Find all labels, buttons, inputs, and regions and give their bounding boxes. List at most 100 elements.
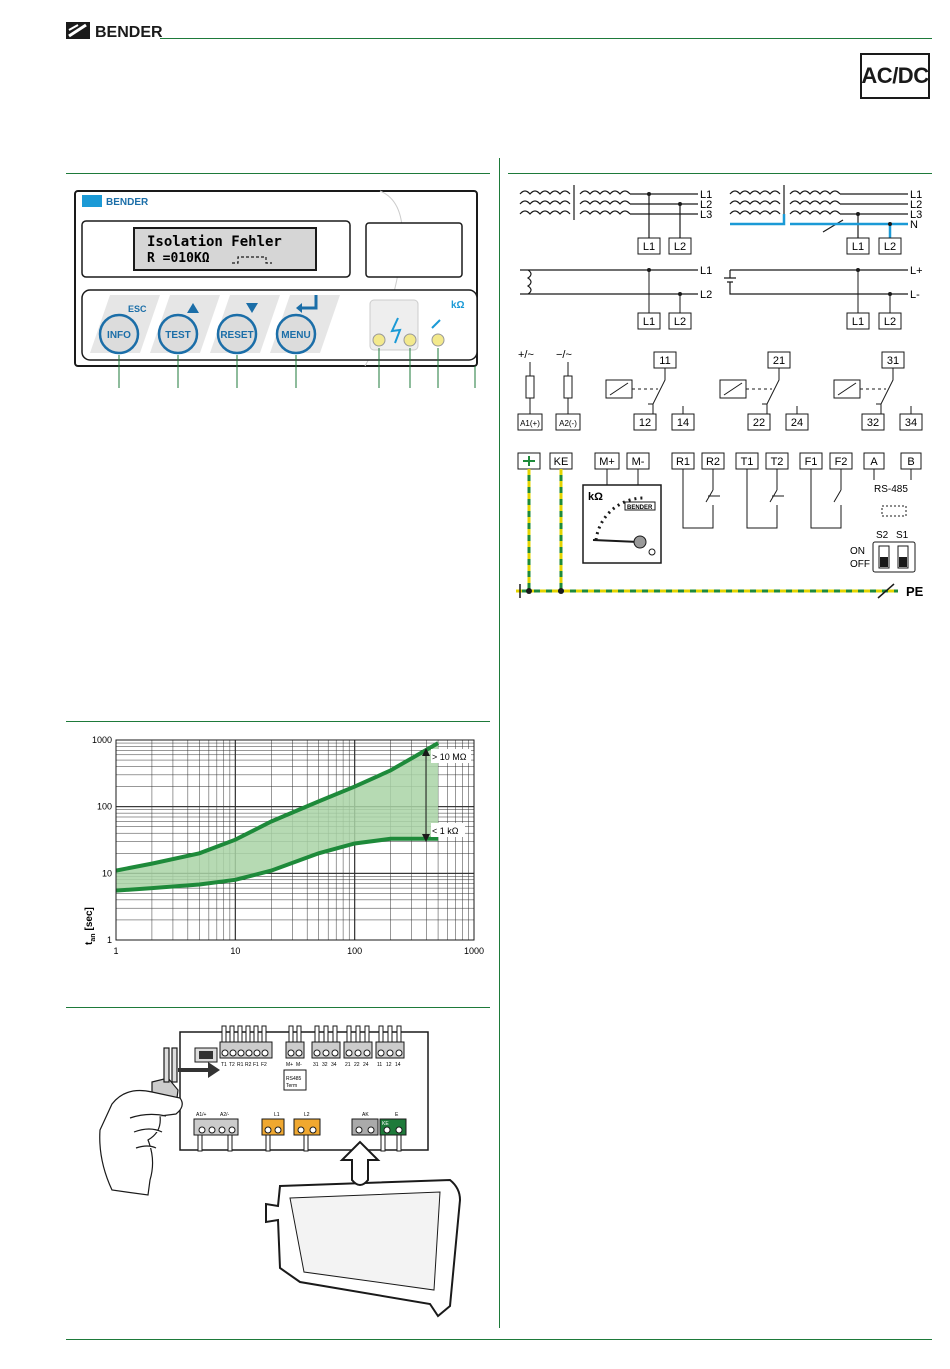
board-21: 21	[345, 1062, 351, 1068]
switch-s1-label: S1	[896, 530, 909, 541]
dc-system: L+ L- L1 L2	[724, 265, 923, 330]
meter-needle	[592, 539, 639, 543]
esc-label: ESC	[128, 304, 147, 314]
board-l1: L1	[274, 1112, 280, 1118]
service-wrench-icon	[431, 319, 441, 329]
info-button[interactable]	[98, 313, 140, 355]
term-l2-c: L2	[674, 316, 686, 328]
chart-area-band	[116, 743, 439, 891]
rs485-label: RS-485	[874, 484, 908, 495]
lcd-line-2: R =010KΩ	[147, 251, 210, 266]
label-n-l2: L2	[910, 199, 922, 211]
board-l2: L2	[304, 1112, 310, 1118]
label-l3: L3	[700, 209, 712, 221]
led-service	[431, 333, 445, 347]
term-l1-a: L1	[643, 241, 655, 253]
left-section-rule-2	[66, 721, 490, 722]
pe-line: PE	[516, 469, 924, 599]
relay2-term-22: 22	[753, 417, 765, 429]
down-arrow-icon	[246, 303, 258, 313]
insert-arrow-icon	[178, 1062, 220, 1078]
header-rule	[160, 38, 932, 39]
term-l1-d: L1	[852, 316, 864, 328]
alarm-bolt-icon	[390, 317, 402, 344]
three-phase-n-system: L1 L2 L3 N L1 L2	[729, 185, 922, 255]
callout-lines	[118, 348, 476, 388]
svg-text:tan[sec]: tan[sec]	[84, 907, 97, 945]
board-31: 31	[313, 1062, 319, 1068]
term-t1: T1	[741, 456, 754, 468]
term-m-plus: M+	[599, 456, 615, 468]
board-rs485: RS485	[286, 1076, 302, 1082]
x-tick-label: 10	[230, 946, 240, 956]
board-r1: R1	[237, 1062, 244, 1068]
bottom-connectors: A1/+ A2/- L1 L2 AK E KE	[193, 1112, 407, 1152]
series-lower-line	[115, 836, 439, 893]
ylabel-unit: [sec]	[84, 907, 95, 930]
switch-on-label: ON	[850, 546, 865, 557]
term-l1-b: L1	[852, 241, 864, 253]
bottom-terminal-row: KE M+ M- R1 R2 T1 T2 F1 F2 A B	[517, 452, 922, 470]
bender-logo-icon: BENDER	[66, 22, 163, 41]
label-dc-minus: L-	[910, 289, 920, 301]
switch-off-label: OFF	[850, 559, 870, 570]
info-button-label: INFO	[107, 330, 131, 341]
footer-rule	[66, 1339, 932, 1340]
relay1-term-14: 14	[677, 417, 689, 429]
relay3-term-31: 31	[887, 355, 899, 367]
kohm-label: kΩ	[451, 300, 465, 311]
label-l2: L2	[700, 199, 712, 211]
board-32: 32	[322, 1062, 328, 1068]
term-f2: F2	[835, 456, 848, 468]
header-brand: BENDER	[95, 24, 163, 41]
label-dc-plus: L+	[910, 265, 923, 277]
left-section-rule-3	[66, 1007, 490, 1008]
relay1-term-11: 11	[659, 355, 670, 367]
y-tick-label: 1000	[92, 735, 112, 745]
relay-3: 31 32 34	[833, 351, 923, 431]
board-14: 14	[395, 1062, 401, 1068]
ylabel-sub: an	[90, 933, 97, 941]
left-section-rule-1	[66, 173, 490, 174]
lcd-pulse-icon	[232, 256, 272, 264]
supply-minus-label: −/~	[556, 349, 572, 361]
dip-switch: S2 S1 ON OFF	[850, 530, 916, 573]
term-a: A	[870, 456, 878, 468]
reset-button[interactable]	[216, 313, 258, 355]
hand-plug-icon	[99, 1047, 183, 1196]
pe-label: PE	[906, 584, 924, 599]
termination-resistor-icon	[881, 505, 907, 517]
relay2-term-21: 21	[773, 355, 785, 367]
led-alarm-1	[372, 333, 386, 347]
acdc-badge-text: AC/DC	[861, 63, 929, 88]
rs485-block	[283, 1069, 307, 1091]
front-panel-diagram: BENDER Isolation Fehler R =010KΩ ESC INF…	[74, 190, 478, 388]
term-f1: F1	[805, 456, 818, 468]
annotation-high: > 10 MΩ	[432, 752, 467, 762]
brand-logo: BENDER	[66, 20, 166, 42]
annotation-low: < 1 kΩ	[432, 826, 459, 836]
terminal-board-illustration: A+ A- T1 T2 R1 R2 F1 F2 M+ M- RS485 Term…	[99, 1025, 462, 1318]
relay-1: 11 12 14	[605, 351, 695, 431]
x-tick-label: 1	[113, 946, 118, 956]
board-m-minus: M-	[296, 1062, 302, 1068]
board-term: Term	[286, 1083, 297, 1089]
menu-button[interactable]	[275, 313, 317, 355]
relay3-term-34: 34	[905, 417, 917, 429]
term-t2: T2	[771, 456, 784, 468]
term-ke: KE	[554, 456, 569, 468]
up-arrow-icon	[187, 303, 199, 313]
term-a2: A2(-)	[559, 419, 577, 428]
x-tick-label: 1000	[464, 946, 484, 956]
test-button[interactable]	[157, 313, 199, 355]
test-button-label: TEST	[165, 330, 191, 341]
enter-arrow-icon	[302, 295, 318, 310]
wiring-diagram: L1 L2 L3 L1 L2 L1 L2 L3 N L1 L2 L	[516, 185, 924, 599]
r-t-f-contacts	[682, 469, 912, 529]
term-r1: R1	[676, 456, 690, 468]
term-a1: A1(+)	[520, 419, 540, 428]
fuse-1-icon	[525, 375, 535, 399]
supply-plus-label: +/~	[518, 349, 534, 361]
board-ke: KE	[382, 1121, 389, 1127]
